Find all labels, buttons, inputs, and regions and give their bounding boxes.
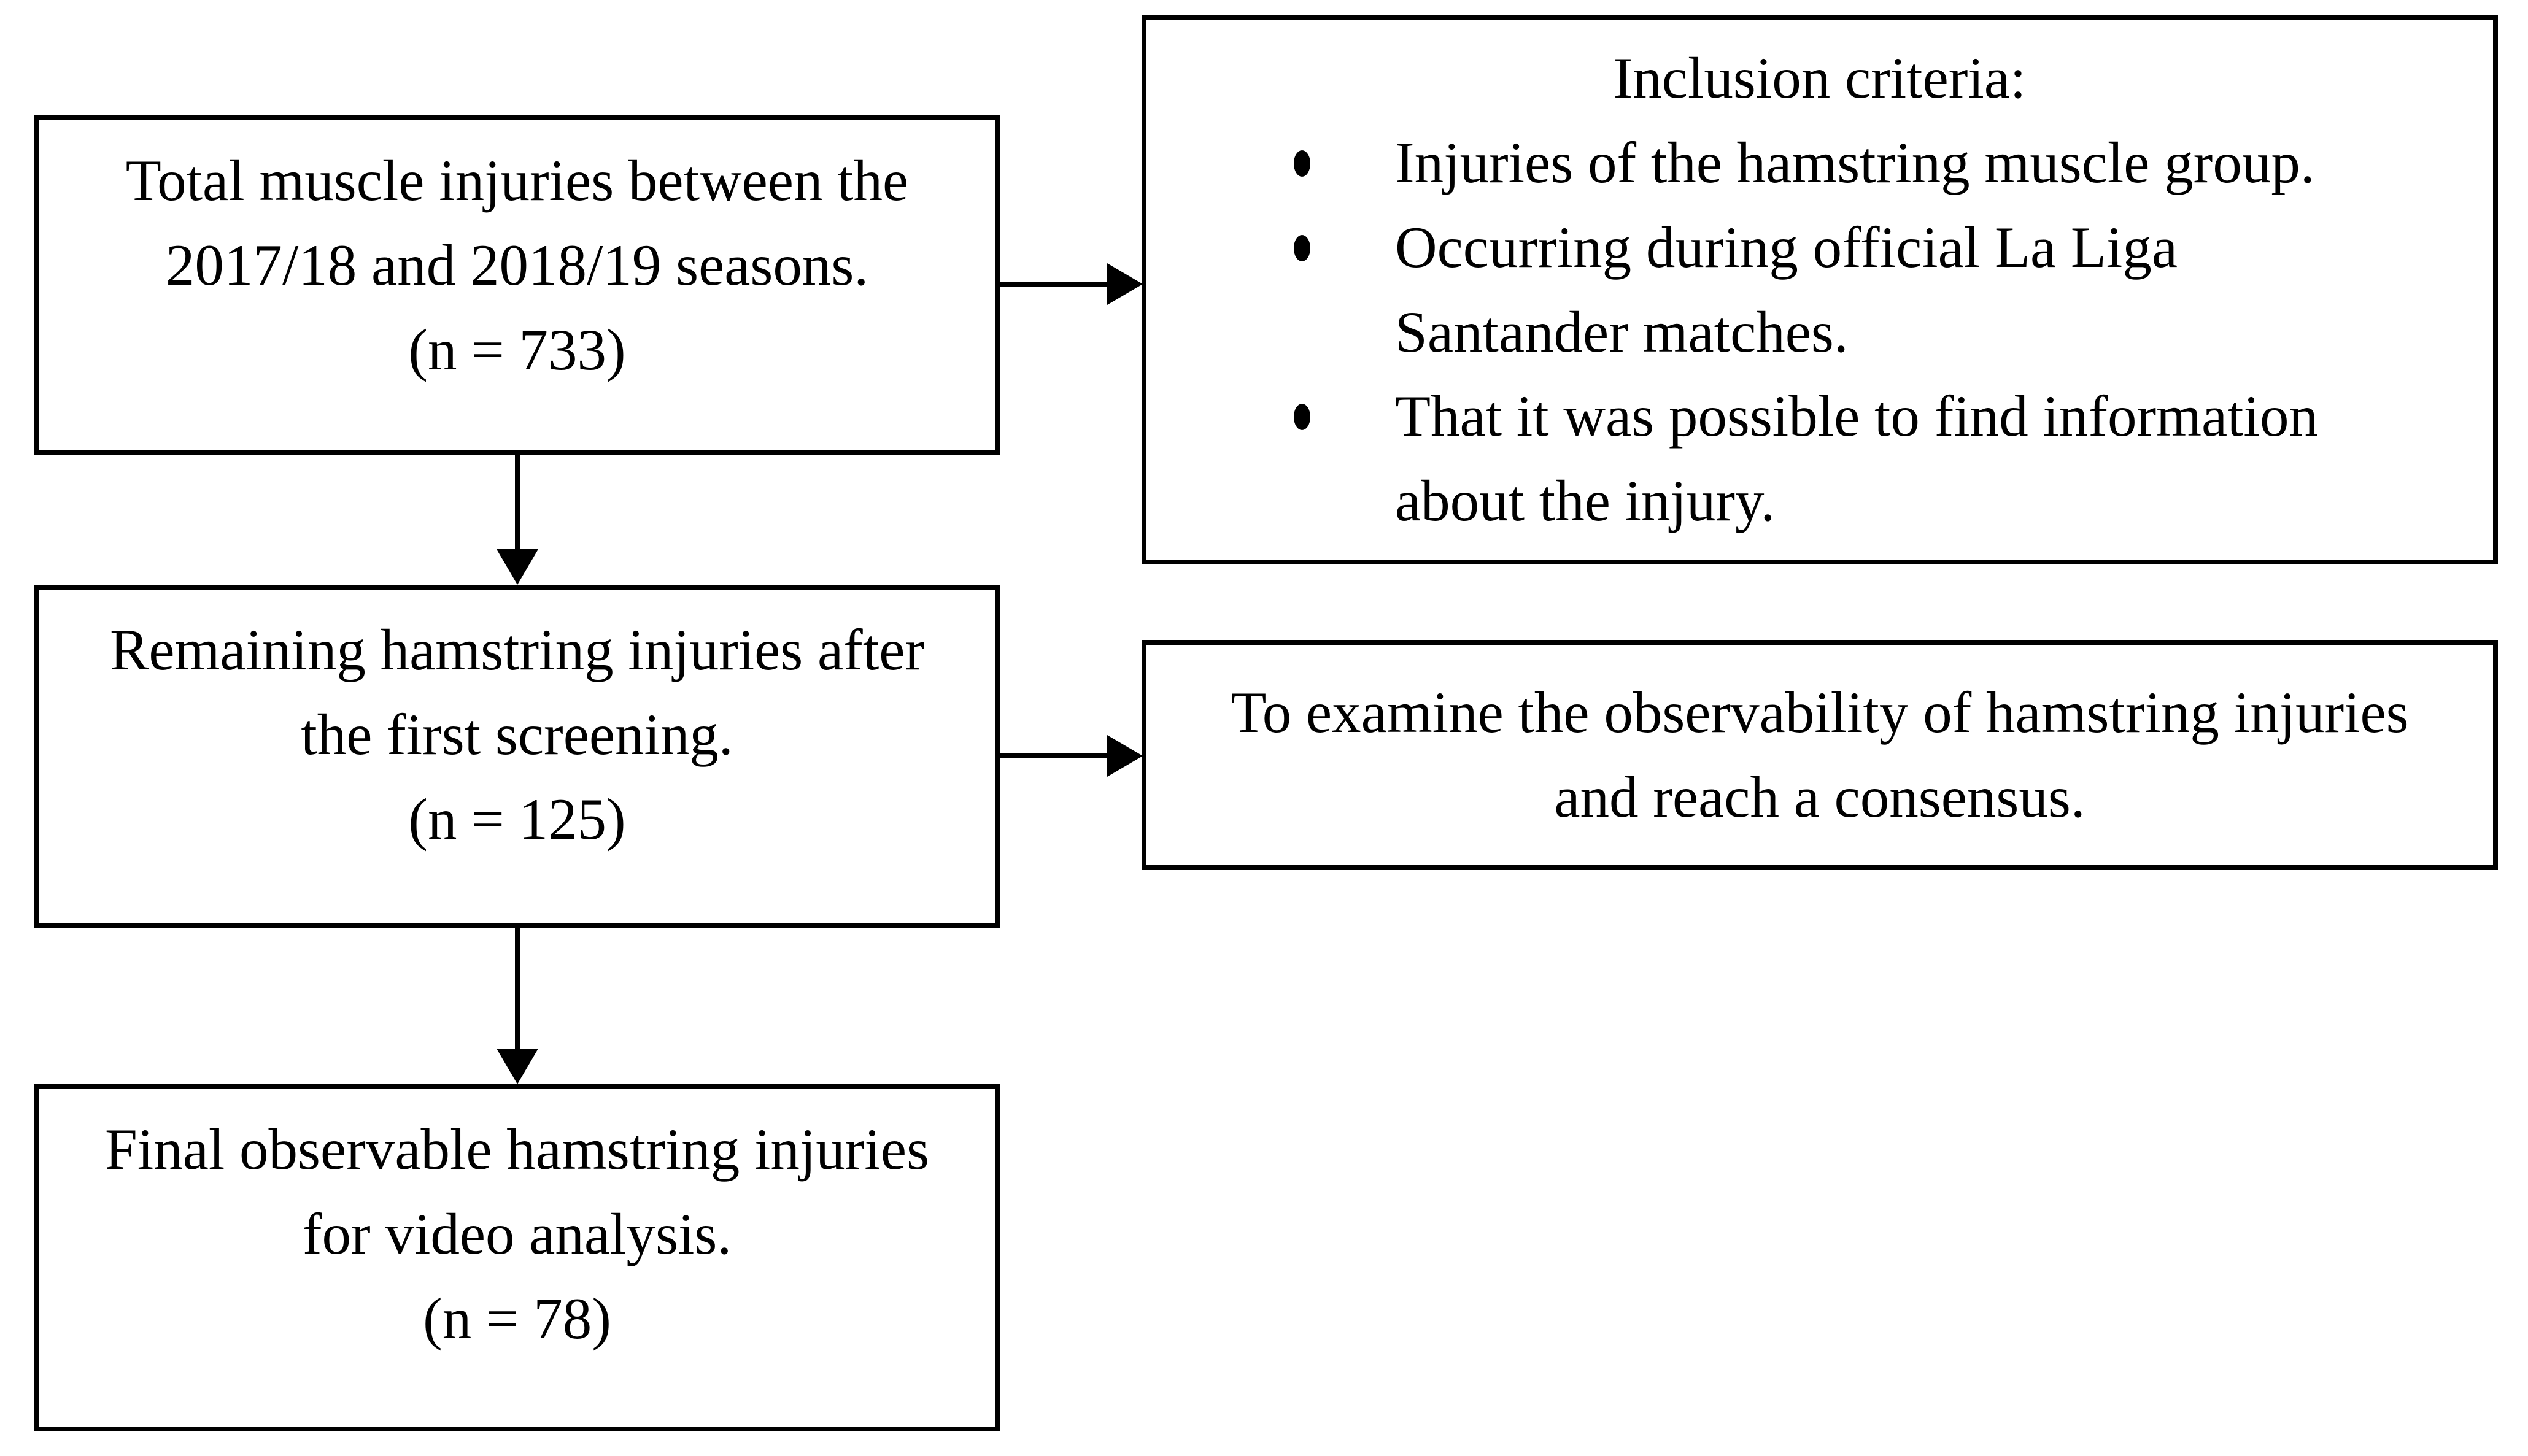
arrow-head-right-icon xyxy=(1107,735,1143,777)
arrow-shaft xyxy=(515,928,520,1052)
inclusion-bullet-3: That it was possible to find information… xyxy=(1294,374,2493,544)
box-remaining-line-1: Remaining hamstring injuries after xyxy=(109,617,925,682)
bullet-dot-icon xyxy=(1294,234,1310,261)
bullet-dot-icon xyxy=(1294,404,1310,431)
inclusion-bullet-2-line-1: Occurring during official La Liga xyxy=(1395,214,2178,280)
box-examine-line-2: and reach a consensus. xyxy=(1554,764,2085,830)
box-remaining-line-2: the first screening. xyxy=(301,701,733,767)
box-inclusion-criteria: Inclusion criteria: Injuries of the hams… xyxy=(1142,15,2498,564)
box-remaining-injuries: Remaining hamstring injuries after the f… xyxy=(34,585,1000,928)
arrow-shaft xyxy=(515,455,520,552)
box-final-line-2: for video analysis. xyxy=(302,1201,732,1266)
box-remaining-count: (n = 125) xyxy=(408,786,626,852)
arrow-head-right-icon xyxy=(1107,263,1143,305)
inclusion-criteria-title: Inclusion criteria: xyxy=(1613,45,2027,111)
inclusion-bullet-3-line-1: That it was possible to find information xyxy=(1395,383,2318,449)
arrow-head-down-icon xyxy=(497,549,538,585)
box-final-count: (n = 78) xyxy=(423,1285,611,1351)
box-total-line-1: Total muscle injuries between the xyxy=(125,148,909,213)
inclusion-bullet-1: Injuries of the hamstring muscle group. xyxy=(1294,121,2493,206)
inclusion-bullet-2-line-2: Santander matches. xyxy=(1395,299,1849,364)
box-total-line-2: 2017/18 and 2018/19 seasons. xyxy=(165,232,869,298)
inclusion-bullet-3-line-2: about the injury. xyxy=(1395,468,1776,533)
arrow-shaft xyxy=(1000,753,1109,758)
inclusion-criteria-list: Injuries of the hamstring muscle group. … xyxy=(1294,121,2493,544)
box-final-observable-injuries: Final observable hamstring injuries for … xyxy=(34,1084,1000,1431)
box-final-line-1: Final observable hamstring injuries xyxy=(105,1117,929,1182)
box-examine-line-1: To examine the observability of hamstrin… xyxy=(1231,679,2409,745)
arrow-shaft xyxy=(1000,282,1109,287)
inclusion-bullet-1-line-1: Injuries of the hamstring muscle group. xyxy=(1395,130,2315,195)
bullet-dot-icon xyxy=(1294,150,1310,177)
arrow-head-down-icon xyxy=(497,1049,538,1084)
inclusion-bullet-2: Occurring during official La Liga Santan… xyxy=(1294,206,2493,375)
box-total-count: (n = 733) xyxy=(408,317,626,382)
box-examine-observability: To examine the observability of hamstrin… xyxy=(1142,640,2498,870)
box-total-muscle-injuries: Total muscle injuries between the 2017/1… xyxy=(34,115,1000,455)
